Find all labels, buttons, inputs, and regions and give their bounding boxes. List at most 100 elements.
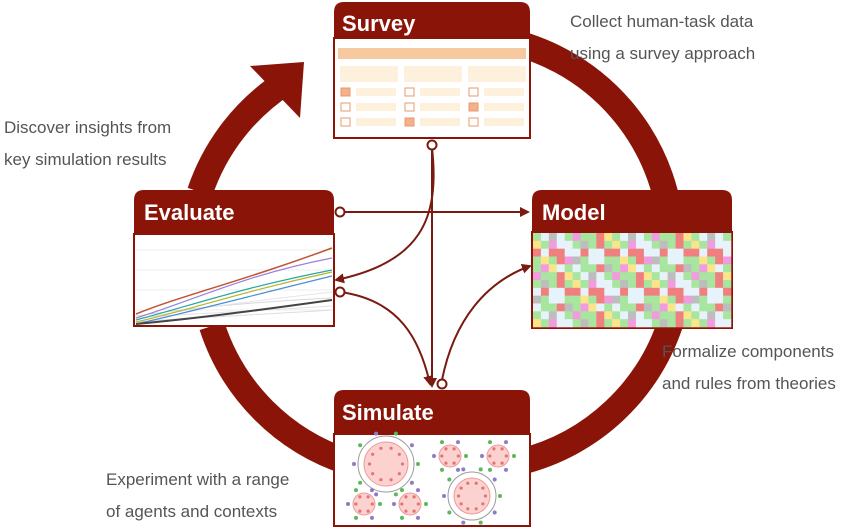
survey-header-bar (338, 48, 526, 59)
model-matrix-cell (635, 319, 645, 328)
agent-satellite (416, 488, 420, 493)
simulate-title: Simulate (342, 400, 434, 425)
agent-node (397, 472, 401, 476)
model-matrix-cell (643, 248, 653, 257)
model-matrix-cell (548, 240, 558, 249)
model-matrix-cell (620, 311, 629, 320)
model-matrix-cell (628, 240, 637, 249)
model-matrix-cell (540, 272, 550, 281)
model-matrix-cell (533, 256, 542, 265)
model-matrix-cell (675, 287, 684, 296)
agent-node (481, 486, 485, 490)
model-matrix-cell (564, 248, 573, 257)
agent-satellite (464, 454, 468, 458)
agent-node (379, 446, 383, 450)
model-panel[interactable]: Model (531, 190, 733, 329)
agent-satellite (461, 520, 466, 525)
model-matrix-cell (620, 248, 629, 257)
model-matrix-cell (604, 233, 613, 242)
model-matrix-cell (699, 303, 708, 312)
model-matrix-cell (691, 295, 700, 304)
model-matrix-cell (548, 233, 558, 242)
model-matrix-cell (533, 264, 542, 273)
model-matrix-cell (643, 311, 653, 320)
model-matrix-cell (691, 280, 700, 289)
model-matrix-cell (643, 295, 653, 304)
agent-node (400, 502, 404, 506)
model-matrix-cell (675, 233, 684, 242)
model-matrix-cell (643, 303, 653, 312)
model-matrix-cell (620, 295, 629, 304)
model-matrix-cell (580, 319, 589, 328)
agent-satellite (440, 440, 444, 445)
agent-node (400, 462, 405, 466)
agent-node (412, 495, 416, 499)
model-matrix-cell (635, 264, 645, 273)
model-matrix-cell (683, 248, 692, 257)
survey-panel[interactable]: Survey (333, 2, 531, 139)
model-matrix-cell (580, 256, 589, 265)
model-matrix-cell (556, 311, 565, 320)
simulate-panel[interactable]: Simulate (333, 390, 531, 527)
model-matrix-cell (675, 248, 684, 257)
model-matrix-cell (533, 248, 542, 257)
agent-satellite (504, 440, 508, 445)
agent-satellite (378, 502, 382, 506)
model-matrix-cell (715, 287, 724, 296)
model-matrix-cell (659, 280, 668, 289)
model-matrix-cell (699, 319, 708, 328)
model-matrix-cell (596, 295, 605, 304)
model-matrix-cell (604, 303, 613, 312)
arrow-evaluate-to-simulate (339, 291, 434, 386)
model-matrix-cell (707, 272, 716, 281)
model-matrix-cell (683, 280, 692, 289)
model-matrix-cell (533, 240, 542, 249)
model-matrix-cell (580, 280, 589, 289)
model-matrix-cell (556, 287, 565, 296)
agent-node (397, 452, 401, 456)
model-matrix-cell (651, 264, 661, 273)
model-matrix-cell (588, 248, 597, 257)
model-matrix-cell (612, 256, 621, 265)
agent-satellite (392, 502, 396, 506)
agent-node (474, 481, 478, 485)
survey-title: Survey (342, 11, 416, 36)
agent-satellite (358, 443, 363, 448)
model-matrix-cell (667, 248, 676, 257)
model-caption-line: Formalize components (662, 342, 834, 361)
model-matrix-cell (604, 311, 613, 320)
survey-caption-line: using a survey approach (570, 44, 756, 63)
model-matrix-cell (651, 280, 661, 289)
model-matrix-cell (651, 319, 661, 328)
model-matrix-cell (723, 311, 732, 320)
model-matrix-cell (540, 319, 550, 328)
model-matrix-cell (643, 287, 653, 296)
model-matrix-cell (707, 319, 716, 328)
agent-satellite (492, 510, 497, 515)
model-matrix-cell (715, 303, 724, 312)
model-matrix-cell (635, 295, 645, 304)
agent-node (416, 502, 420, 506)
model-matrix-cell (691, 240, 700, 249)
model-matrix-cell (667, 240, 676, 249)
model-matrix-cell (683, 303, 692, 312)
model-matrix-cell (675, 280, 684, 289)
survey-question-cell (468, 66, 526, 82)
model-matrix-cell (596, 311, 605, 320)
model-matrix-cell (564, 272, 573, 281)
survey-question-cell (340, 66, 398, 82)
model-matrix-cell (651, 248, 661, 257)
survey-checkbox (340, 102, 351, 112)
model-matrix-cell (588, 233, 597, 242)
model-matrix-cell (580, 248, 589, 257)
model-matrix-cell (564, 287, 573, 296)
simulate-caption-line: of agents and contexts (106, 502, 278, 521)
agent-node (379, 478, 383, 482)
model-matrix-cell (667, 256, 676, 265)
model-matrix-cell (667, 319, 676, 328)
model-matrix-cell (596, 248, 605, 257)
evaluate-panel[interactable]: Evaluate (133, 190, 335, 327)
model-matrix-cell (620, 287, 629, 296)
model-matrix-cell (596, 303, 605, 312)
model-matrix-cell (588, 287, 597, 296)
